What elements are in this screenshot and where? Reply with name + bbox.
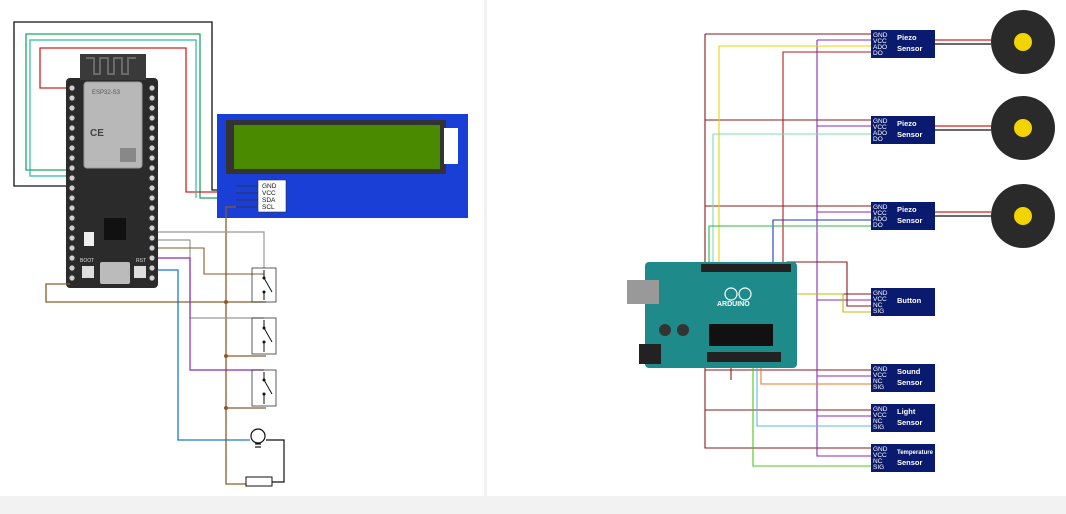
esp32-board: ESP32-S3 CE BOOT RST — [66, 54, 158, 288]
lcd-pin-gnd: GND — [262, 183, 277, 190]
light-bulb-icon — [250, 428, 266, 448]
module-pin-label: VCC — [873, 372, 887, 379]
module-pin-label: GND — [873, 406, 888, 413]
module-pin-label: DO — [873, 50, 883, 57]
module-pin-label: VCC — [873, 210, 887, 217]
boot-label: BOOT — [80, 258, 94, 264]
wire-ground-esp — [45, 283, 226, 303]
module-pin-label: GND — [873, 204, 888, 211]
module-subtitle: Sensor — [897, 378, 923, 387]
module-pin-label: ADO — [873, 44, 887, 51]
module-pin-label: GND — [873, 446, 888, 453]
module-pin-label: VCC — [873, 452, 887, 459]
module-pin-label: VCC — [873, 124, 887, 131]
module-subtitle: Sensor — [897, 216, 923, 225]
module-pin-label: SIG — [873, 464, 884, 471]
wire-blue-led — [158, 269, 250, 441]
module-subtitle: Sensor — [897, 418, 923, 427]
module-title: Piezo — [897, 119, 917, 128]
module-title: Piezo — [897, 205, 917, 214]
module-pin-label: DO — [873, 136, 883, 143]
module-title: Piezo — [897, 33, 917, 42]
wire-grey-switch1 — [158, 231, 265, 268]
module-pin-label: NC — [873, 378, 883, 385]
module-pin-label: VCC — [873, 38, 887, 45]
lcd-pin-vcc: VCC — [262, 190, 276, 197]
module-subtitle: Sensor — [897, 44, 923, 53]
module-pin-label: VCC — [873, 412, 887, 419]
module-pin-label: SIG — [873, 308, 884, 315]
wire-teal-short — [29, 39, 197, 198]
wire-brown-switch — [158, 247, 264, 275]
module-title: Sound — [897, 367, 921, 376]
module-pin-label: GND — [873, 32, 888, 39]
module-pin-label: VCC — [873, 296, 887, 303]
arduino-label: ARDUINO — [717, 301, 750, 308]
module-pin-label: NC — [873, 418, 883, 425]
piezo-disc-1 — [991, 10, 1055, 74]
module-pin-label: NC — [873, 302, 883, 309]
wire-grey-switch2 — [158, 239, 264, 319]
push-switch-3 — [251, 369, 277, 407]
module-title: Light — [897, 407, 916, 416]
module-pin-label: GND — [873, 118, 888, 125]
wire-ground-bus — [225, 206, 246, 485]
lcd-pin-scl: SCL — [262, 204, 275, 211]
push-switch-1 — [251, 267, 277, 303]
arduino-circuit-diagram: ARDUINO GNDVCCADODOPiezoSensorGNDVCCADOD… — [627, 10, 1055, 472]
piezo-disc-2 — [991, 96, 1055, 160]
module-pin-label: DO — [873, 222, 883, 229]
module-subtitle: Sensor — [897, 130, 923, 139]
esp32-circuit-diagram: ESP32-S3 CE BOOT RST — [13, 21, 468, 487]
wire-green-loop — [25, 33, 236, 199]
module-pin-label: SIG — [873, 424, 884, 431]
module-pin-label: NC — [873, 458, 883, 465]
resistor-icon — [245, 476, 273, 487]
module-pin-label: SIG — [873, 384, 884, 391]
rst-label: RST — [136, 258, 146, 264]
module-title: Temperature — [897, 450, 934, 456]
wire-purple-switch3 — [158, 257, 264, 371]
push-switch-2 — [251, 317, 277, 355]
lcd-pin-sda: SDA — [262, 197, 276, 204]
piezo-disc-3 — [991, 184, 1055, 248]
module-pin-label: ADO — [873, 216, 887, 223]
wire-black-loop — [13, 21, 236, 191]
module-pin-label: GND — [873, 366, 888, 373]
esp-chip-label: ESP32-S3 — [92, 90, 121, 96]
module-title: Button — [897, 296, 922, 305]
esp32-circuit-panel: ESP32-S3 CE BOOT RST — [0, 0, 484, 496]
module-subtitle: Sensor — [897, 458, 923, 467]
module-pin-label: GND — [873, 290, 888, 297]
lcd-display: GND VCC SDA SCL — [217, 114, 468, 218]
wire-bulb-resistor — [266, 439, 285, 483]
arduino-board: ARDUINO — [627, 262, 797, 368]
module-pin-label: ADO — [873, 130, 887, 137]
ce-mark: CE — [90, 128, 104, 139]
wire-red-loop — [39, 47, 236, 193]
